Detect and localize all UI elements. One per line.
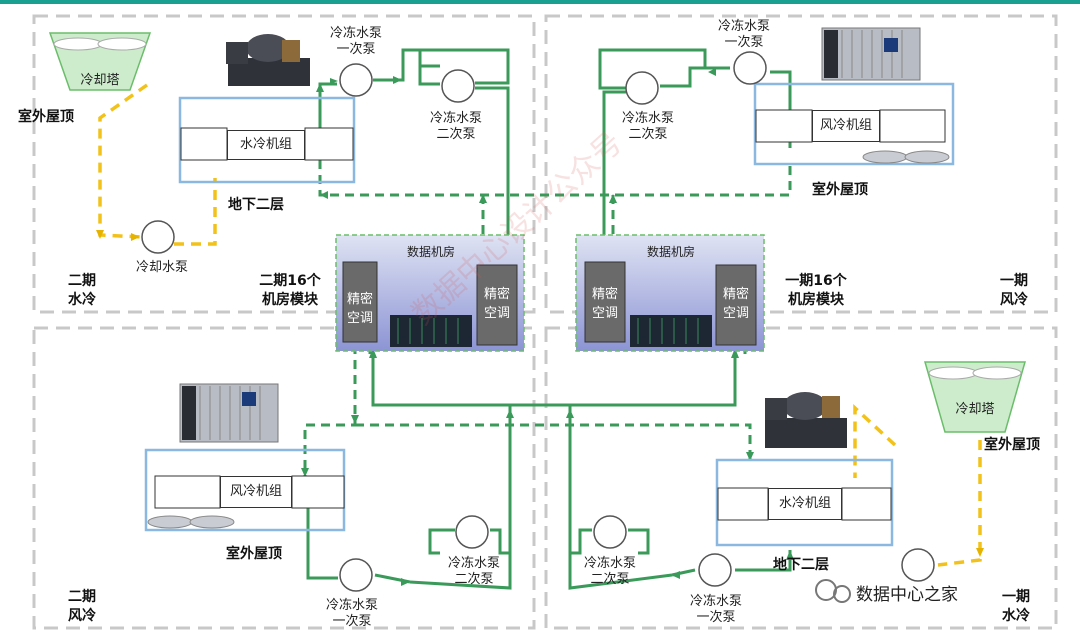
pump-p1b-secondary bbox=[593, 515, 627, 549]
label-p1b-secondary-pump: 冷冻水泵 二次泵 bbox=[583, 556, 636, 587]
logo-badge bbox=[815, 579, 851, 603]
pump-p2-secondary bbox=[441, 69, 475, 103]
label-data-room-right: 数据机房 bbox=[646, 245, 695, 259]
label-p2-cooling-pump: 冷却水泵 bbox=[135, 260, 188, 275]
label-outdoor-roof-2: 室外屋顶 bbox=[812, 182, 868, 198]
data-room-right bbox=[575, 234, 765, 352]
label-crac-4: 精密 空调 bbox=[722, 287, 749, 321]
cooling-tower-label-bottom: 冷却塔 bbox=[955, 402, 995, 417]
label-p1-primary-pump: 冷冻水泵 一次泵 bbox=[717, 19, 770, 50]
chilled-water-supply bbox=[306, 48, 792, 590]
label-basement-1: 地下二层 bbox=[228, 197, 284, 213]
water-chiller-graphic-top bbox=[226, 34, 310, 86]
label-basement-2: 地下二层 bbox=[773, 557, 829, 573]
water-chiller-graphic-bottom bbox=[765, 392, 847, 448]
cooling-arrow-3 bbox=[976, 548, 984, 557]
label-air-chiller-bottom: 风冷机组 bbox=[220, 476, 292, 508]
label-zone-phase2-air: 二期 风冷 bbox=[68, 589, 96, 624]
air-chiller-graphic-top bbox=[821, 27, 921, 81]
label-p2b-secondary-pump: 冷冻水泵 二次泵 bbox=[447, 556, 500, 587]
data-room-left bbox=[335, 234, 525, 352]
cooling-arrows bbox=[96, 230, 984, 557]
label-water-chiller-bottom: 水冷机组 bbox=[768, 488, 842, 520]
pumps bbox=[141, 51, 935, 592]
label-air-chiller-top: 风冷机组 bbox=[812, 110, 880, 142]
label-data-room-left: 数据机房 bbox=[406, 245, 455, 259]
label-p2-secondary-pump: 冷冻水泵 二次泵 bbox=[429, 111, 482, 142]
pump-p1-secondary bbox=[625, 71, 659, 105]
pump-p1b-cooling bbox=[901, 548, 935, 582]
label-phase2-modules: 二期16个 机房模块 bbox=[259, 273, 321, 308]
top-accent-bar bbox=[0, 0, 1080, 4]
label-p2b-primary-pump: 冷冻水泵 一次泵 bbox=[325, 598, 378, 629]
zone-borders bbox=[32, 14, 1058, 630]
label-outdoor-roof-1: 室外屋顶 bbox=[18, 109, 74, 125]
cooling-loop-right-a bbox=[853, 403, 897, 478]
cooling-tower-bottom bbox=[924, 361, 1026, 433]
logo-text: 数据中心之家 bbox=[856, 585, 958, 605]
pump-p1b-primary bbox=[698, 553, 732, 587]
zone-phase1-air bbox=[544, 14, 1058, 314]
label-water-chiller-top: 水冷机组 bbox=[227, 130, 305, 160]
cooling-water-loops bbox=[98, 83, 982, 567]
label-outdoor-roof-3: 室外屋顶 bbox=[984, 437, 1040, 453]
fans bbox=[147, 150, 950, 529]
cooling-arrow-1 bbox=[96, 230, 104, 239]
label-crac-3: 精密 空调 bbox=[591, 287, 618, 321]
label-crac-1: 精密 空调 bbox=[346, 292, 373, 326]
cooling-arrow-2 bbox=[131, 233, 140, 241]
zone-phase2-water bbox=[32, 14, 536, 314]
cooling-loop-left-a bbox=[98, 83, 149, 239]
label-outdoor-roof-4: 室外屋顶 bbox=[226, 546, 282, 562]
label-p1-secondary-pump: 冷冻水泵 二次泵 bbox=[621, 111, 674, 142]
pump-p2b-primary bbox=[339, 558, 373, 592]
cooling-tower-label-top: 冷却塔 bbox=[80, 73, 120, 88]
label-p2-primary-pump: 冷冻水泵 一次泵 bbox=[329, 26, 382, 57]
label-zone-phase2-water: 二期 水冷 bbox=[68, 273, 96, 308]
cooling-loop-right-b bbox=[937, 440, 982, 567]
label-zone-phase1-air: 一期 风冷 bbox=[1000, 273, 1028, 308]
air-chiller-graphic-bottom bbox=[179, 383, 279, 443]
zone-phase2-air bbox=[32, 326, 536, 630]
label-p1b-primary-pump: 冷冻水泵 一次泵 bbox=[689, 594, 742, 625]
pump-p2b-secondary bbox=[455, 515, 489, 549]
label-zone-phase1-water: 一期 水冷 bbox=[1002, 589, 1030, 624]
label-phase1-modules: 一期16个 机房模块 bbox=[785, 273, 847, 308]
cooling-loop-left-b bbox=[174, 178, 217, 246]
pump-p2-cooling bbox=[141, 220, 175, 254]
pump-p1-primary bbox=[733, 51, 767, 85]
label-crac-2: 精密 空调 bbox=[483, 287, 510, 321]
zone-phase1-water bbox=[544, 326, 1058, 630]
cooling-tower-top bbox=[48, 32, 152, 91]
pump-p2-primary bbox=[339, 63, 373, 97]
